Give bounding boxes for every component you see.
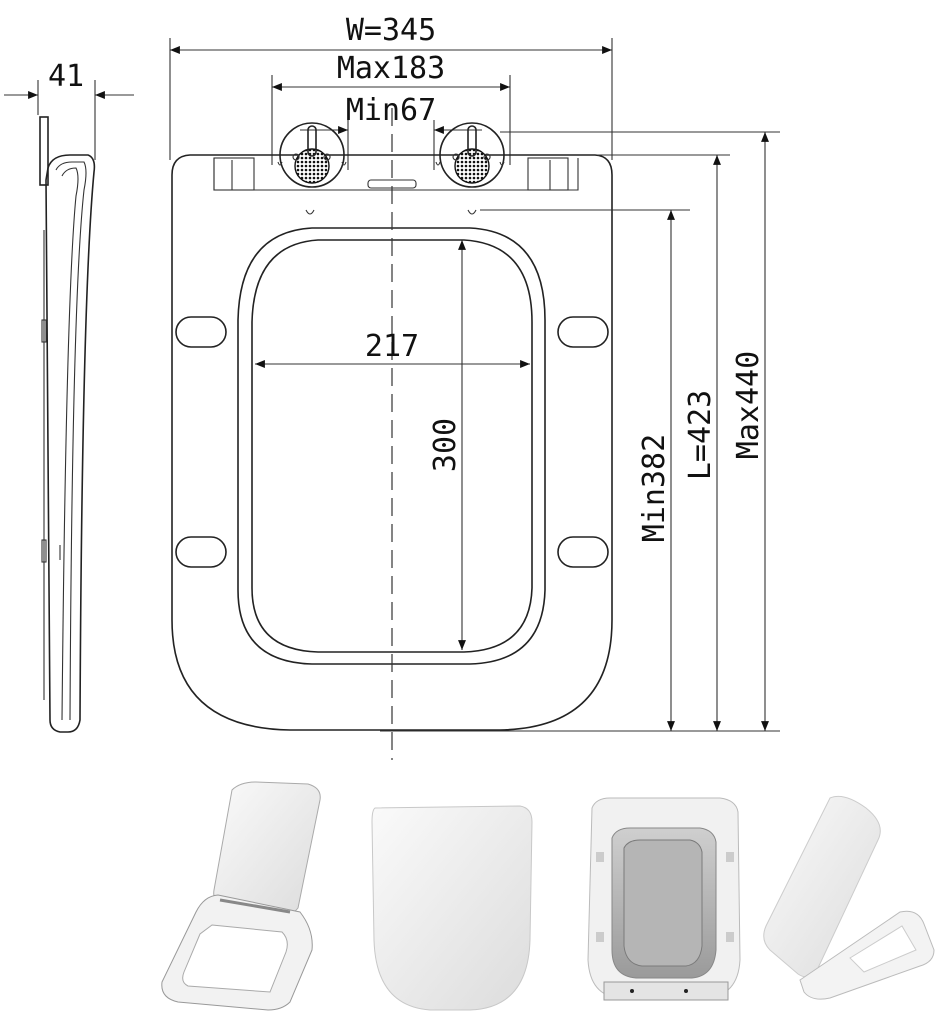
dim-opening-length: 300	[428, 418, 463, 472]
dim-side-thickness: 41	[48, 59, 84, 94]
left-hinge	[279, 122, 345, 188]
dim-length-min: Min382	[637, 434, 672, 542]
dim-opening-width: 217	[365, 329, 419, 364]
open-seat-view	[161, 781, 321, 1011]
right-hinge	[439, 122, 505, 188]
top-open-view	[587, 797, 741, 1001]
dim-length-max: Max440	[731, 351, 766, 459]
side-view: 41	[4, 59, 134, 733]
dim-length: L=423	[683, 390, 718, 480]
closed-lid-view	[371, 805, 533, 1011]
dim-hinge-max: Max183	[337, 51, 445, 86]
front-view: W=345 Max183 Min67	[169, 13, 780, 760]
side-open-view	[763, 795, 935, 1000]
dim-width: W=345	[346, 13, 436, 48]
dim-hinge-min: Min67	[346, 93, 436, 128]
